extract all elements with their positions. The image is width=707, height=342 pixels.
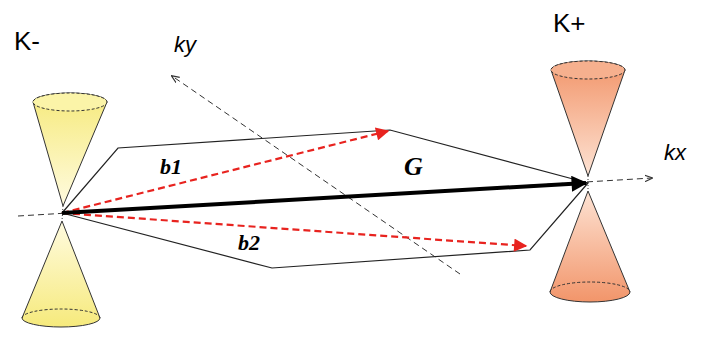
vector-label: b2: [238, 232, 260, 254]
vector-label: G: [404, 154, 423, 180]
vector-label: b1: [160, 156, 182, 178]
g-vector: [62, 183, 586, 213]
b2-vector: [62, 213, 526, 246]
hexagon-zone: [62, 130, 588, 268]
axis-label: kx: [664, 142, 686, 164]
axis-label: ky: [174, 34, 196, 56]
dirac-cone: [550, 61, 630, 302]
b1-vector: [62, 131, 388, 213]
point-label: K-: [14, 28, 40, 54]
point-label: K+: [553, 10, 586, 36]
kx-axis: [18, 178, 652, 216]
